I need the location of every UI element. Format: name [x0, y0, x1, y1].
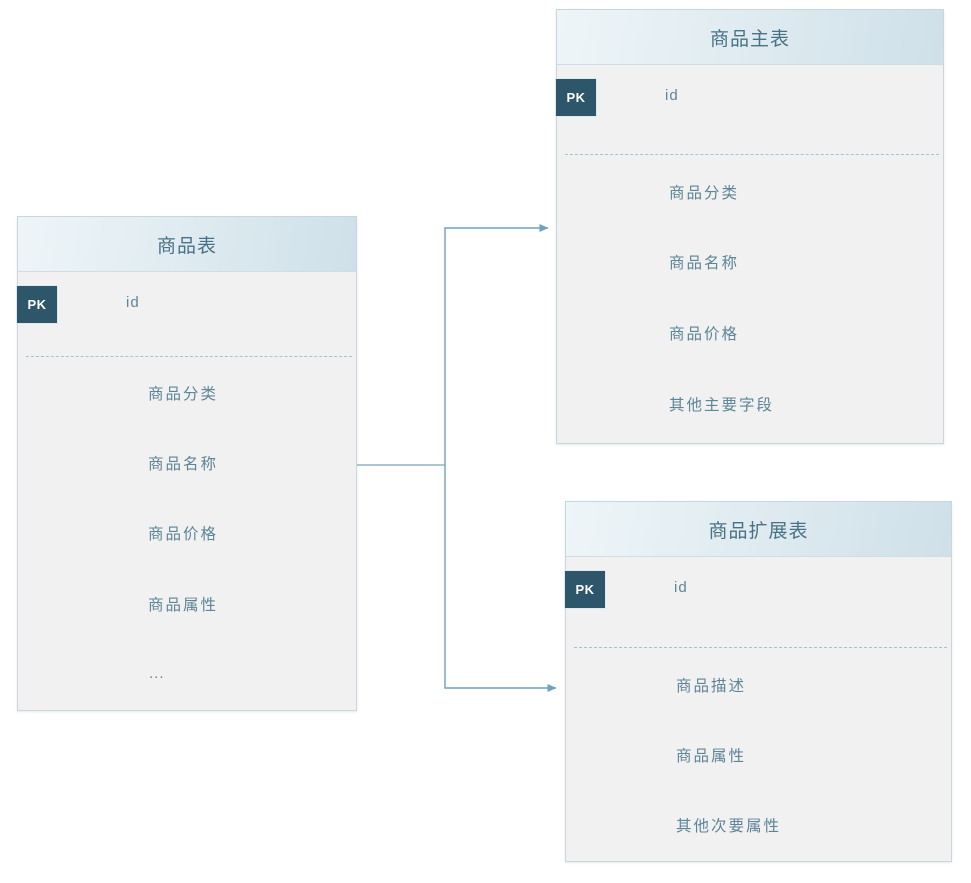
primary-key-row[interactable]: PK id [17, 272, 356, 334]
attribute-row[interactable]: 商品名称 [669, 255, 740, 272]
attribute-row[interactable]: 其他主要字段 [669, 397, 775, 414]
entity-product-extension-table[interactable]: 商品扩展表 PK id 商品描述 商品属性 其他次要属性 [565, 501, 952, 862]
entity-header: 商品表 [18, 217, 356, 272]
attribute-row[interactable]: 其他次要属性 [676, 818, 782, 835]
attribute-row[interactable]: 商品属性 [676, 748, 747, 765]
attribute-row[interactable]: 商品分类 [148, 386, 219, 403]
primary-key-row[interactable]: PK id [565, 557, 951, 619]
pk-divider [565, 154, 939, 155]
pk-divider [26, 356, 352, 357]
attribute-row[interactable]: 商品属性 [148, 597, 219, 614]
primary-key-row[interactable]: PK id [556, 65, 943, 127]
entity-title: 商品主表 [709, 28, 790, 50]
entity-product-main-table[interactable]: 商品主表 PK id 商品分类 商品名称 商品价格 其他主要字段 [556, 9, 944, 444]
pk-divider [574, 647, 947, 648]
entity-body: PK id 商品描述 商品属性 其他次要属性 [565, 557, 951, 861]
relation-to-product-main-table [444, 224, 549, 465]
attribute-row[interactable]: 商品价格 [148, 526, 219, 543]
entity-body: PK id 商品分类 商品名称 商品价格 商品属性 ... [17, 272, 356, 710]
entity-header: 商品主表 [557, 10, 943, 65]
attribute-row[interactable]: 商品分类 [669, 185, 740, 202]
attribute-row[interactable]: 商品价格 [669, 326, 740, 343]
entity-header: 商品扩展表 [566, 502, 951, 557]
entity-body: PK id 商品分类 商品名称 商品价格 其他主要字段 [556, 65, 943, 443]
pk-field-name: id [674, 579, 688, 596]
entity-title: 商品表 [156, 235, 217, 257]
attribute-row[interactable]: 商品名称 [148, 456, 219, 473]
pk-badge: PK [17, 286, 57, 323]
attribute-row[interactable]: ... [149, 665, 165, 682]
entity-title: 商品扩展表 [708, 520, 809, 542]
entity-product-table[interactable]: 商品表 PK id 商品分类 商品名称 商品价格 商品属性 ... [17, 216, 357, 711]
attribute-row[interactable]: 商品描述 [676, 678, 747, 695]
pk-badge: PK [565, 571, 605, 608]
relation-to-product-extension-table [444, 465, 557, 692]
pk-badge: PK [556, 79, 596, 116]
pk-field-name: id [665, 87, 679, 104]
pk-field-name: id [126, 294, 140, 311]
